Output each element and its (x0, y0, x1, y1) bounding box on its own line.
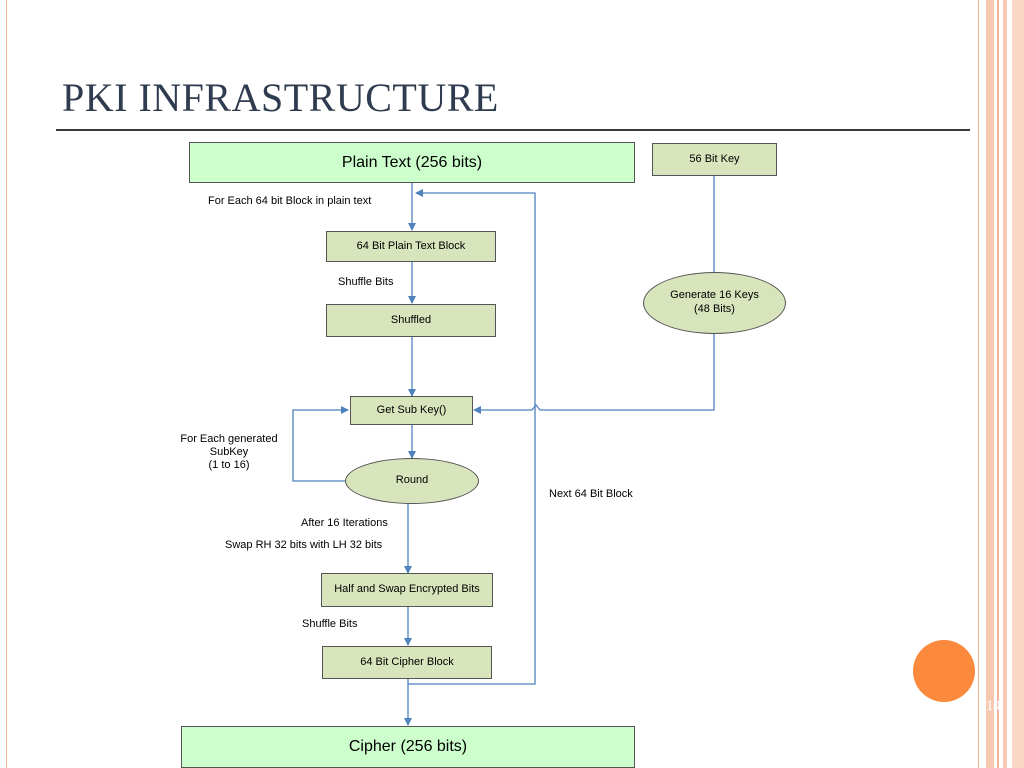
slide-title: PKI INFRASTRUCTURE (62, 75, 499, 120)
label-for-each-subkey-line-2: SubKey (209, 446, 249, 459)
label-swap: Swap RH 32 bits with LH 32 bits (225, 539, 383, 551)
key-56-node: 56 Bit Key (652, 143, 777, 176)
title-underline (56, 129, 970, 131)
right-border-stripe (986, 0, 994, 768)
arrow-next-block (408, 189, 536, 685)
generate-keys-node: Generate 16 Keys (48 Bits) (643, 272, 786, 334)
right-border-stripe (978, 0, 979, 768)
label-shuffle-bits-2: Shuffle Bits (302, 618, 358, 630)
page-number: 14 (986, 698, 1001, 714)
right-border-stripe (1012, 0, 1024, 768)
round-node: Round (345, 458, 479, 504)
half-swap-node: Half and Swap Encrypted Bits (321, 573, 493, 607)
right-border-stripe (997, 0, 999, 768)
get-subkey-node: Get Sub Key() (350, 396, 473, 425)
label-shuffle-bits-1: Shuffle Bits (338, 276, 394, 288)
plain-text-block-node: 64 Bit Plain Text Block (326, 231, 496, 262)
accent-circle (913, 640, 975, 702)
arrow-generate-to-subkey (473, 333, 715, 414)
left-border-line (6, 0, 7, 768)
cipher-block-node: 64 Bit Cipher Block (322, 646, 492, 679)
label-for-each-block: For Each 64 bit Block in plain text (208, 195, 372, 207)
right-border-stripe (1003, 0, 1007, 768)
generate-keys-line-2: (48 Bits) (694, 303, 735, 315)
label-next-block: Next 64 Bit Block (549, 488, 633, 500)
shuffled-node: Shuffled (326, 304, 496, 337)
label-for-each-subkey: For Each generated SubKey (1 to 16) (173, 433, 285, 473)
generate-keys-line-1: Generate 16 Keys (670, 289, 759, 302)
label-after-iterations: After 16 Iterations (301, 517, 388, 529)
plain-text-node: Plain Text (256 bits) (189, 142, 635, 183)
cipher-node: Cipher (256 bits) (181, 726, 635, 768)
label-for-each-subkey-line-3: (1 to 16) (208, 459, 250, 472)
label-for-each-subkey-line-1: For Each generated (180, 433, 278, 445)
arrow-round-loop (292, 406, 349, 482)
